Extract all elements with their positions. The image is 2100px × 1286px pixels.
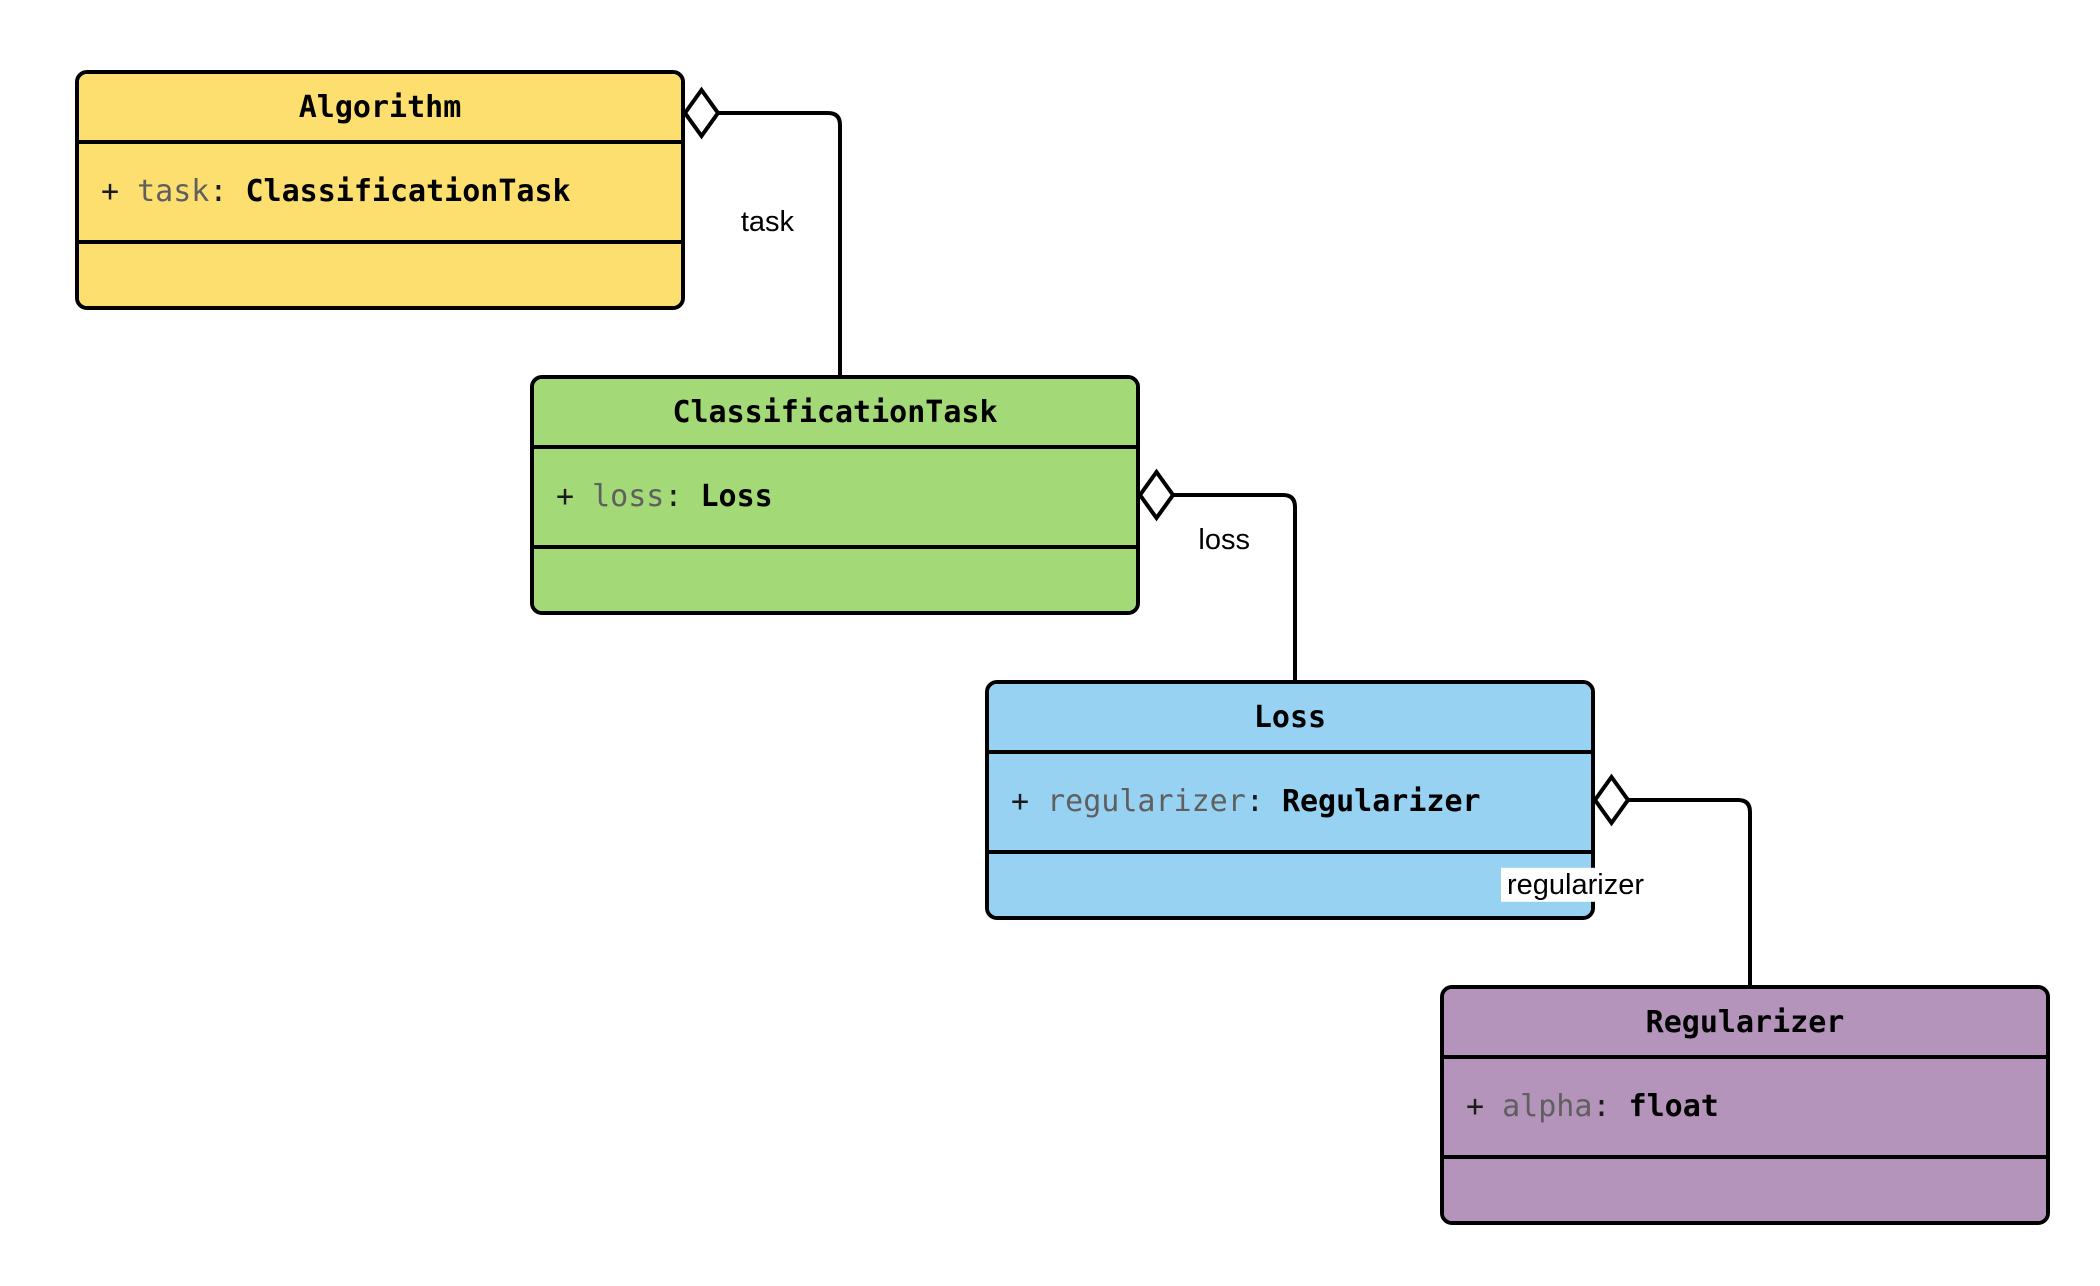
class-box-loss[interactable]: Loss + regularizer: Regularizer — [985, 680, 1595, 920]
class-name-regularizer: Regularizer — [1645, 1004, 1845, 1040]
class-title-compartment-algorithm: Algorithm — [79, 74, 681, 144]
attribute-colon: : — [664, 479, 683, 514]
class-box-algorithm[interactable]: Algorithm + task: ClassificationTask — [75, 70, 685, 310]
attribute-colon: : — [209, 174, 228, 209]
class-attributes-compartment-loss: + regularizer: Regularizer — [989, 754, 1591, 854]
attribute-name: loss — [592, 479, 665, 514]
relation-label-task: task — [734, 204, 800, 240]
class-box-regularizer[interactable]: Regularizer + alpha: float — [1440, 985, 2050, 1225]
aggregation-line-task — [716, 111, 842, 377]
attribute-row: + loss: Loss — [556, 482, 773, 512]
attribute-visibility: + — [1011, 784, 1030, 819]
attribute-type: float — [1628, 1089, 1719, 1124]
attribute-name: task — [137, 174, 210, 209]
attribute-name: alpha — [1502, 1089, 1593, 1124]
class-name-loss: Loss — [1253, 699, 1327, 735]
aggregation-diamond-regularizer — [1592, 773, 1631, 827]
attribute-row: + task: ClassificationTask — [101, 177, 571, 207]
attribute-visibility: + — [1466, 1089, 1485, 1124]
attribute-type: Loss — [700, 479, 773, 514]
class-attributes-compartment-algorithm: + task: ClassificationTask — [79, 144, 681, 244]
class-methods-compartment-loss — [989, 854, 1591, 916]
attribute-type: ClassificationTask — [245, 174, 571, 209]
attribute-row: + regularizer: Regularizer — [1011, 787, 1481, 817]
class-attributes-compartment-classificationtask: + loss: Loss — [534, 449, 1136, 549]
class-name-classificationtask: ClassificationTask — [672, 394, 998, 430]
attribute-type: Regularizer — [1281, 784, 1481, 819]
attribute-colon: : — [1245, 784, 1264, 819]
aggregation-diamond-loss — [1137, 468, 1176, 522]
relation-classificationtask-loss[interactable] — [1137, 468, 1297, 682]
class-title-compartment-classificationtask: ClassificationTask — [534, 379, 1136, 449]
class-methods-compartment-classificationtask — [534, 549, 1136, 611]
class-attributes-compartment-regularizer: + alpha: float — [1444, 1059, 2046, 1159]
attribute-visibility: + — [101, 174, 120, 209]
attribute-row: + alpha: float — [1466, 1092, 1719, 1122]
class-methods-compartment-algorithm — [79, 244, 681, 306]
attribute-name: regularizer — [1047, 784, 1246, 819]
attribute-colon: : — [1592, 1089, 1611, 1124]
class-name-algorithm: Algorithm — [298, 89, 462, 125]
class-title-compartment-regularizer: Regularizer — [1444, 989, 2046, 1059]
class-box-classificationtask[interactable]: ClassificationTask + loss: Loss — [530, 375, 1140, 615]
attribute-visibility: + — [556, 479, 575, 514]
relation-label-regularizer: regularizer — [1501, 867, 1650, 903]
aggregation-diamond-task — [682, 86, 721, 140]
relation-label-loss: loss — [1192, 522, 1256, 558]
class-methods-compartment-regularizer — [1444, 1159, 2046, 1221]
class-title-compartment-loss: Loss — [989, 684, 1591, 754]
